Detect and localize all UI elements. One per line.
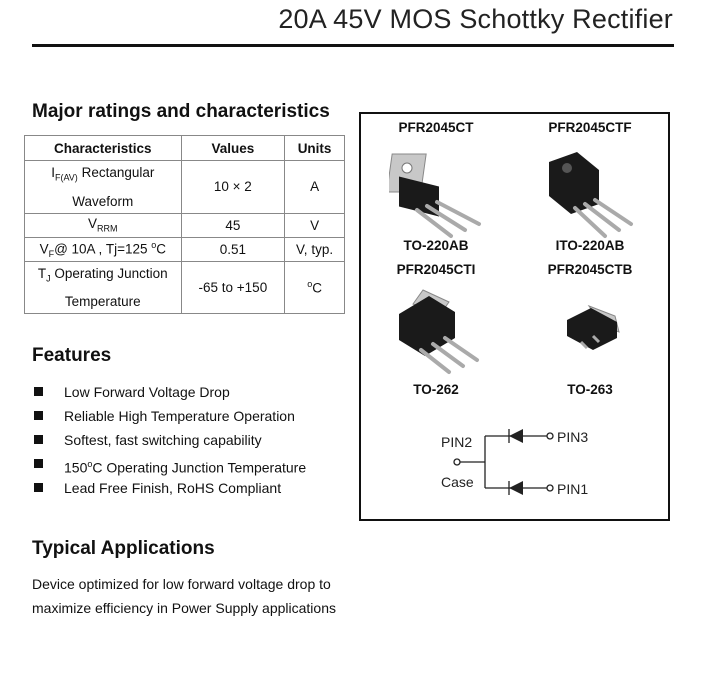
feature-text: Reliable High Temperature Operation bbox=[64, 408, 295, 424]
symbol: I bbox=[51, 165, 55, 180]
package-type-label: TO-220AB bbox=[403, 238, 469, 253]
column-header: Units bbox=[284, 135, 345, 161]
list-item: Lead Free Finish, RoHS Compliant bbox=[32, 476, 306, 500]
symbol: V bbox=[88, 216, 98, 232]
bullet-icon bbox=[34, 435, 43, 444]
part-number-label: PFR2045CT bbox=[398, 120, 474, 135]
bullet-icon bbox=[34, 387, 43, 396]
feature-text: Lead Free Finish, RoHS Compliant bbox=[64, 480, 282, 496]
package-type-label: ITO-220AB bbox=[555, 238, 625, 253]
to220-package-icon bbox=[389, 153, 481, 238]
diode-icon bbox=[509, 481, 523, 495]
unit-cell: V, typ. bbox=[284, 236, 345, 262]
to262-package-icon bbox=[399, 289, 479, 374]
feature-temp-unit: C bbox=[92, 459, 107, 476]
package-panel: PFR2045CT PFR2045CTF TO-220AB ITO-220AB … bbox=[359, 112, 670, 521]
symbol-subscript: RRM bbox=[97, 224, 118, 235]
degree-mark: o bbox=[87, 459, 93, 469]
bullet-icon bbox=[34, 411, 43, 420]
table-row: TJ Operating Junction Temperature -65 to… bbox=[24, 260, 345, 315]
circuit-diagram: PIN2 Case PIN3 PIN1 bbox=[441, 429, 588, 497]
pin1-label: PIN1 bbox=[557, 481, 588, 497]
value-cell: -65 to +150 bbox=[180, 260, 286, 315]
unit-cell: V bbox=[284, 212, 345, 238]
symbol-subscript: J bbox=[46, 273, 51, 284]
characteristic-text: Rectangular bbox=[77, 165, 155, 180]
case-label: Case bbox=[441, 474, 474, 490]
applications-heading: Typical Applications bbox=[32, 538, 215, 559]
title-rule bbox=[32, 44, 674, 47]
unit-cell: A bbox=[284, 160, 345, 214]
characteristic-text: Temperature bbox=[64, 294, 141, 310]
symbol: T bbox=[37, 265, 47, 281]
symbol-subscript: F bbox=[48, 248, 55, 259]
column-header: Values bbox=[180, 135, 286, 161]
degree-mark: o bbox=[307, 279, 313, 290]
features-heading: Features bbox=[32, 345, 112, 366]
ito220-package-icon bbox=[549, 152, 633, 238]
unit-cell: oC bbox=[284, 260, 345, 315]
part-number-label: PFR2045CTI bbox=[396, 262, 476, 277]
bullet-icon bbox=[34, 459, 43, 468]
table-row: VRRM 45 V bbox=[24, 212, 345, 238]
to263-package-icon bbox=[567, 304, 620, 350]
diode-icon bbox=[509, 429, 523, 443]
pin3-label: PIN3 bbox=[557, 429, 588, 445]
pin2-label: PIN2 bbox=[441, 434, 472, 450]
characteristic-text: C bbox=[156, 241, 166, 257]
value-cell: 0.51 bbox=[180, 236, 286, 262]
characteristic-cell: IF(AV) Rectangular Waveform bbox=[24, 160, 182, 214]
feature-text: Low Forward Voltage Drop bbox=[64, 384, 230, 400]
unit-text: C bbox=[312, 280, 322, 296]
list-item: Reliable High Temperature Operation bbox=[32, 404, 306, 428]
package-type-label: TO-262 bbox=[413, 382, 459, 397]
characteristic-cell: TJ Operating Junction Temperature bbox=[24, 260, 182, 315]
ratings-heading: Major ratings and characteristics bbox=[32, 101, 330, 122]
ratings-table: Characteristics Values Units IF(AV) Rect… bbox=[24, 135, 345, 315]
feature-text: Softest, fast switching capability bbox=[64, 432, 262, 448]
applications-text: Device optimized for low forward voltage… bbox=[32, 576, 336, 616]
value-cell: 45 bbox=[180, 212, 286, 238]
column-header: Characteristics bbox=[24, 135, 182, 161]
characteristic-cell: VRRM bbox=[24, 212, 182, 238]
features-list: Low Forward Voltage Drop Reliable High T… bbox=[32, 380, 306, 500]
value-cell: 10 × 2 bbox=[180, 160, 286, 214]
characteristic-text: @ 10A , Tj=125 bbox=[54, 241, 152, 257]
feature-text: Operating Junction Temperature bbox=[106, 459, 307, 476]
symbol: V bbox=[39, 241, 49, 257]
list-item: Low Forward Voltage Drop bbox=[32, 380, 306, 404]
part-number-label: PFR2045CTB bbox=[547, 262, 633, 277]
degree-mark: o bbox=[151, 239, 157, 250]
list-item: Softest, fast switching capability bbox=[32, 428, 306, 452]
characteristic-text: Operating Junction bbox=[50, 265, 168, 281]
bullet-icon bbox=[34, 483, 43, 492]
symbol-subscript: F(AV) bbox=[54, 172, 78, 183]
part-number-label: PFR2045CTF bbox=[548, 120, 632, 135]
table-row: VF@ 10A , Tj=125 oC 0.51 V, typ. bbox=[24, 236, 345, 262]
characteristic-text: Waveform bbox=[72, 193, 134, 209]
package-type-label: TO-263 bbox=[567, 382, 613, 397]
table-header-row: Characteristics Values Units bbox=[24, 135, 345, 161]
list-item: 150oC Operating Junction Temperature bbox=[32, 452, 306, 476]
characteristic-cell: VF@ 10A , Tj=125 oC bbox=[24, 236, 182, 262]
table-row: IF(AV) Rectangular Waveform 10 × 2 A bbox=[24, 160, 345, 214]
feature-temp-value: 150 bbox=[64, 459, 88, 476]
page-title: 20A 45V MOS Schottky Rectifier bbox=[278, 4, 673, 34]
